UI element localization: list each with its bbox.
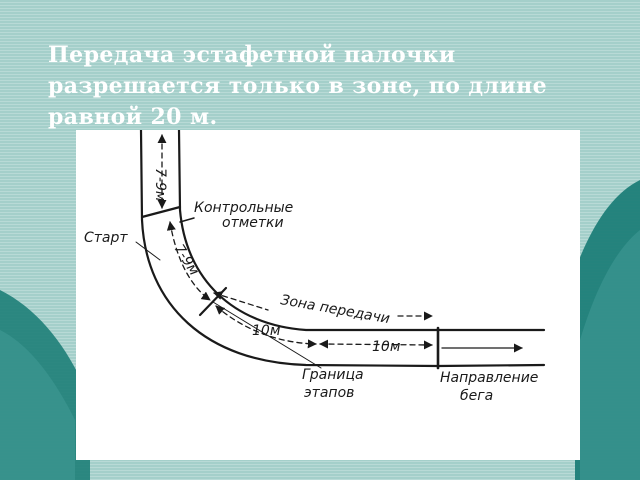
wave-right-light <box>580 230 640 480</box>
direction-label-line1: Направление <box>440 370 538 386</box>
wave-left-light <box>0 330 75 480</box>
curve-segment-label: 7-9м <box>171 242 203 279</box>
start-label: Старт <box>84 230 128 246</box>
relay-zone-diagram: 7-9м Контрольные отметки Старт 7-9м Зона… <box>84 130 546 404</box>
second-10m-label: 10м <box>372 339 401 355</box>
slide-title: Передача эстафетной палочки разрешается … <box>48 42 547 130</box>
first-10m-arrow <box>215 305 317 349</box>
relay-diagram-picture: 7-9м Контрольные отметки Старт 7-9м Зона… <box>76 130 580 460</box>
stage-border-leader-line <box>212 301 322 369</box>
control-marks-label-line2: отметки <box>222 215 284 231</box>
control-mark-top <box>140 205 182 219</box>
curve-segment-arrow <box>166 221 211 301</box>
second-10m-arrow <box>319 339 433 350</box>
direction-label-line2: бега <box>460 388 493 404</box>
first-10m-label: 10м <box>252 323 281 339</box>
stage-border-label-line1: Граница <box>302 367 364 383</box>
start-leader-line <box>135 241 161 261</box>
lane-outer-line <box>139 130 546 368</box>
handoff-zone-label: Зона передачи <box>279 292 391 327</box>
handoff-zone-arrow-left <box>213 291 269 311</box>
stage-border-label-line2: этапов <box>304 385 354 401</box>
control-marks-label-line1: Контрольные <box>194 200 293 216</box>
top-segment-label: 7-9м <box>152 168 168 202</box>
